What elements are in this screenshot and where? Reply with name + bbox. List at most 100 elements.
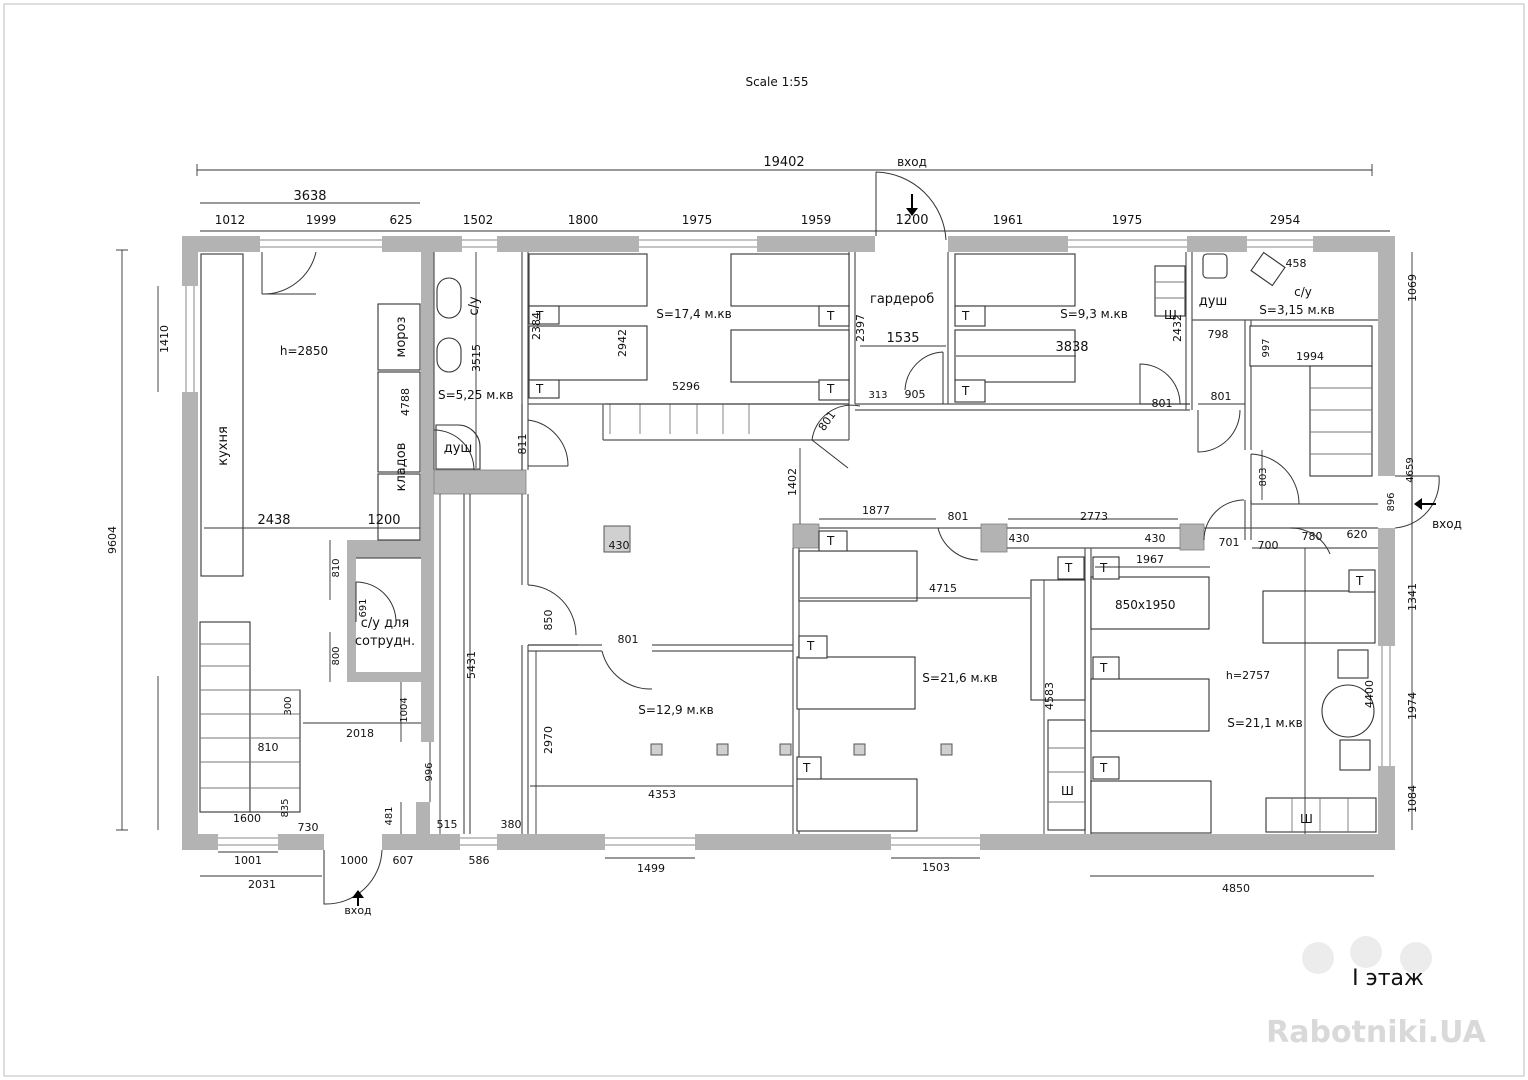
svg-text:Т: Т — [961, 309, 970, 323]
dimension-lines — [116, 164, 1413, 877]
svg-text:996: 996 — [424, 762, 435, 781]
svg-text:Т: Т — [826, 382, 835, 396]
wardrobe-row — [609, 404, 750, 434]
svg-text:313: 313 — [868, 390, 887, 401]
svg-text:Т: Т — [535, 382, 544, 396]
bed — [730, 329, 850, 383]
svg-text:4400: 4400 — [1363, 680, 1376, 708]
storage-cabinet — [377, 473, 421, 541]
svg-text:Т: Т — [826, 534, 835, 548]
svg-text:Т: Т — [826, 309, 835, 323]
svg-text:1200: 1200 — [367, 513, 400, 528]
svg-text:835: 835 — [280, 798, 291, 817]
freezer-cabinet — [377, 303, 421, 371]
svg-text:Т: Т — [1099, 761, 1108, 775]
bath-counter — [1249, 325, 1373, 367]
sheet-frame — [3, 3, 1525, 1077]
svg-text:1069: 1069 — [1406, 274, 1419, 302]
scale-label: Scale 1:55 — [745, 75, 808, 89]
round-table — [1321, 684, 1375, 738]
outer-walls — [182, 236, 1395, 850]
wc-left-label: с/у — [467, 296, 482, 316]
svg-text:800: 800 — [331, 646, 342, 665]
svg-text:801: 801 — [1152, 397, 1173, 410]
svg-text:896: 896 — [1386, 492, 1397, 511]
svg-text:Т: Т — [1355, 574, 1364, 588]
stairs-left — [199, 621, 301, 813]
svg-text:2438: 2438 — [257, 513, 290, 528]
entrance-right-label: вход — [1432, 517, 1462, 531]
svg-text:4583: 4583 — [1043, 682, 1056, 710]
dimension-labels: 19402 вход 3638 1012 1999 625 1502 1800 … — [106, 155, 1462, 917]
svg-text:1600: 1600 — [233, 812, 261, 825]
svg-text:19402: 19402 — [763, 155, 804, 170]
svg-text:300: 300 — [283, 696, 294, 715]
bed — [1090, 780, 1212, 834]
svg-text:3638: 3638 — [293, 189, 326, 204]
svg-text:515: 515 — [437, 818, 458, 831]
svg-text:801: 801 — [948, 510, 969, 523]
svg-text:811: 811 — [516, 434, 529, 455]
chair — [1337, 649, 1369, 679]
svg-text:850: 850 — [542, 610, 555, 631]
svg-text:1975: 1975 — [1112, 213, 1143, 227]
svg-text:1999: 1999 — [306, 213, 337, 227]
svg-text:1084: 1084 — [1406, 785, 1419, 813]
staff-wc-label-1: с/у для — [361, 616, 409, 631]
svg-text:1959: 1959 — [801, 213, 832, 227]
svg-text:Ш: Ш — [1164, 308, 1177, 322]
floor-label: I этаж — [1352, 966, 1424, 991]
area-wc-right: S=3,15 м.кв — [1259, 303, 1334, 317]
svg-text:1535: 1535 — [886, 331, 919, 346]
dresser — [1265, 797, 1377, 833]
sink-icon — [1250, 251, 1286, 287]
svg-text:Т: Т — [802, 761, 811, 775]
watermark: Rabotniki.UA — [1266, 936, 1487, 1050]
svg-text:1975: 1975 — [682, 213, 713, 227]
svg-text:1961: 1961 — [993, 213, 1024, 227]
svg-text:701: 701 — [1219, 536, 1240, 549]
cloakroom-label: гардероб — [870, 292, 934, 307]
svg-text:1877: 1877 — [862, 504, 890, 517]
svg-text:3838: 3838 — [1055, 340, 1088, 355]
svg-text:1004: 1004 — [399, 697, 410, 722]
kitchen-label: кухня — [216, 426, 231, 466]
svg-text:Т: Т — [1099, 561, 1108, 575]
svg-text:Т: Т — [961, 384, 970, 398]
toilet-icon — [436, 277, 462, 319]
svg-text:5431: 5431 — [465, 651, 478, 679]
bed — [796, 778, 918, 832]
bed — [730, 253, 850, 307]
watermark-text: Rabotniki.UA — [1266, 1015, 1486, 1050]
bed — [1090, 678, 1210, 732]
area-room-3: S=12,9 м.кв — [638, 703, 713, 717]
svg-text:2942: 2942 — [616, 329, 629, 357]
svg-text:2031: 2031 — [248, 878, 276, 891]
area-room-5: S=21,1 м.кв — [1227, 716, 1302, 730]
svg-text:1402: 1402 — [786, 468, 799, 496]
svg-text:Т: Т — [1064, 561, 1073, 575]
bed — [1090, 576, 1210, 630]
svg-text:620: 620 — [1347, 528, 1368, 541]
svg-text:4788: 4788 — [399, 388, 412, 416]
furniture-marks: Т Т Т Т Т Т Т Т Т Т Т Т Т Т Ш Ш Ш — [535, 308, 1364, 826]
svg-text:625: 625 — [390, 213, 413, 227]
svg-text:4715: 4715 — [929, 582, 957, 595]
svg-text:1974: 1974 — [1406, 692, 1419, 720]
svg-text:1410: 1410 — [158, 325, 171, 353]
svg-text:810: 810 — [258, 741, 279, 754]
bed — [798, 550, 918, 602]
area-room-1: S=17,4 м.кв — [656, 307, 731, 321]
svg-text:4659: 4659 — [1405, 457, 1416, 482]
svg-text:700: 700 — [1258, 539, 1279, 552]
entrance-arrows — [352, 194, 1436, 906]
bed — [1262, 590, 1376, 644]
svg-text:1503: 1503 — [922, 861, 950, 874]
windows — [185, 239, 1391, 846]
svg-text:1200: 1200 — [895, 213, 928, 228]
area-room-2: S=9,3 м.кв — [1060, 307, 1128, 321]
svg-text:803: 803 — [1258, 467, 1269, 486]
staff-wc-label-2: сотрудн. — [355, 634, 415, 649]
svg-text:780: 780 — [1302, 530, 1323, 543]
svg-text:997: 997 — [1261, 338, 1272, 357]
